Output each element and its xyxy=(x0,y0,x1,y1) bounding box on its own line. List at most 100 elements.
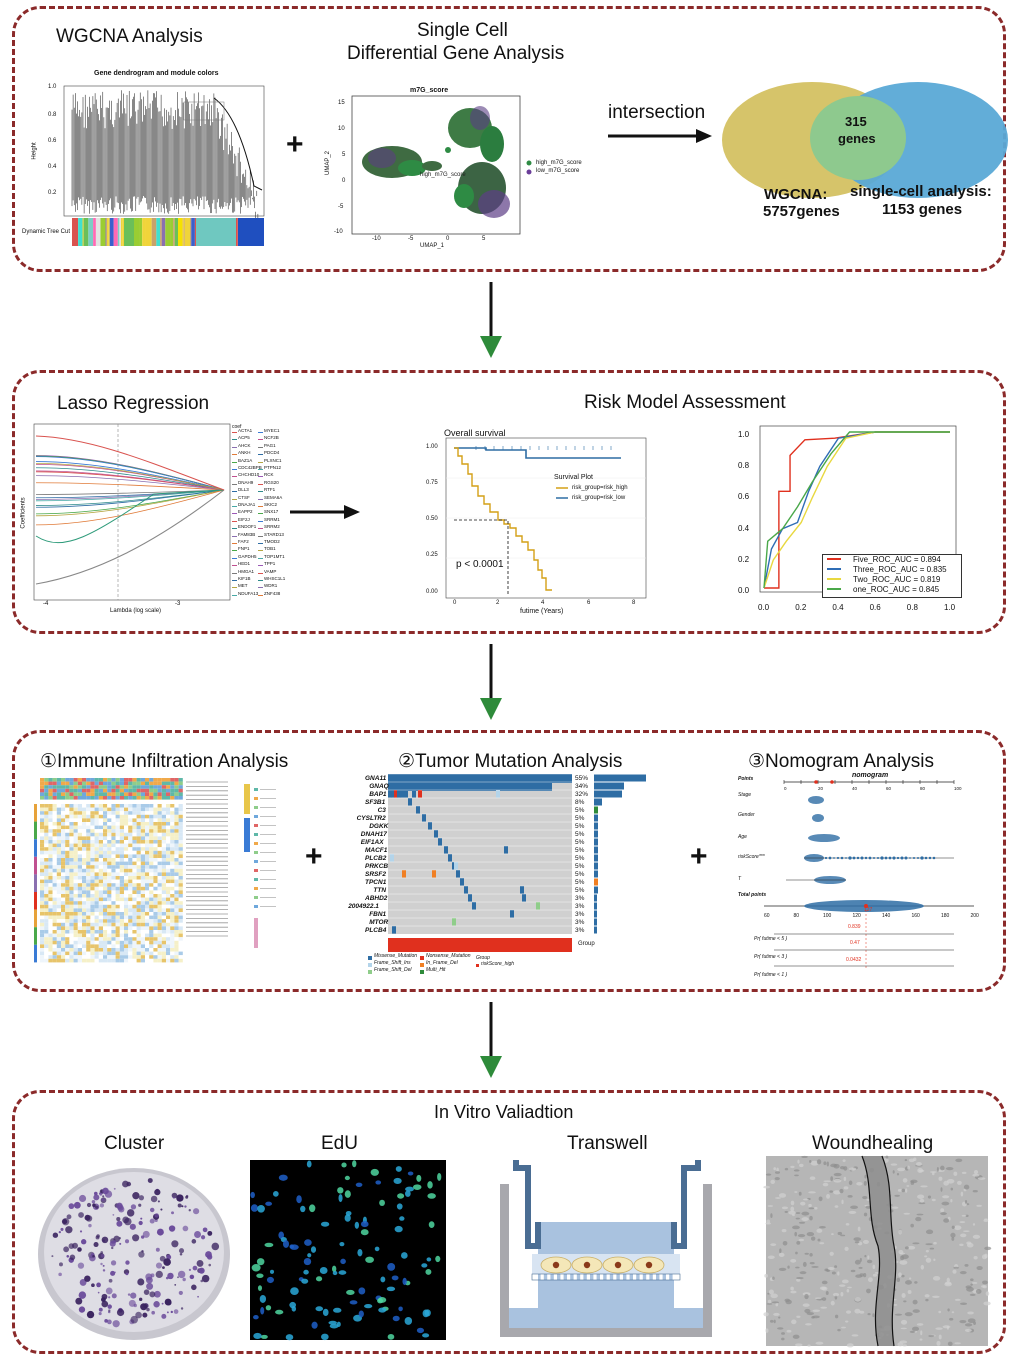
oncoplot-percentage: 5% xyxy=(575,879,585,886)
panel-lasso-risk xyxy=(12,370,1006,634)
wgcna-title: WGCNA Analysis xyxy=(56,26,203,47)
lasso-legend-gene: WDR1 xyxy=(264,583,278,589)
lasso-legend-gene: CDC42BPB xyxy=(238,465,262,470)
lasso-legend-swatch xyxy=(258,572,263,574)
nomogram-row-label: Points xyxy=(738,776,754,782)
km-ytick: 0.50 xyxy=(426,516,438,522)
lasso-legend-swatch xyxy=(258,565,263,567)
lasso-legend-swatch xyxy=(232,543,237,544)
umap-ylabel: UMAP_2 xyxy=(325,150,332,176)
oncoplot-gene-label: GNA11 xyxy=(365,775,387,782)
umap-ytick: 10 xyxy=(338,126,345,132)
oncoplot-gene-label: C3 xyxy=(377,807,386,814)
transwell-label: Transwell xyxy=(567,1133,648,1154)
roc-xtick: 0.6 xyxy=(869,603,881,612)
oncoplot-percentage: 34% xyxy=(575,783,589,790)
lasso-legend-gene: WHSC1L1 xyxy=(264,576,286,581)
umap-legend-item: high_m7G_score xyxy=(536,160,582,166)
lasso-legend-swatch xyxy=(232,520,237,522)
lasso-legend-gene: CTSF xyxy=(238,494,250,500)
lasso-legend-swatch xyxy=(258,446,263,448)
lasso-legend-gene: DNAJA1 xyxy=(238,502,256,507)
venn-right-count: 1153 genes xyxy=(882,201,963,218)
oncoplot-gene-label: MTOR xyxy=(369,919,389,926)
lasso-legend-swatch xyxy=(232,491,237,493)
lasso-legend-swatch xyxy=(258,469,263,470)
immune-title: ①Immune Infiltration Analysis xyxy=(40,751,289,772)
lasso-legend-gene: EAPP2 xyxy=(238,509,253,515)
oncoplot-gene-label: CYSLTR2 xyxy=(356,815,386,822)
oncoplot-group-label: Group xyxy=(578,941,595,947)
nomogram-points-tick: 80 xyxy=(920,786,926,791)
lasso-title: Lasso Regression xyxy=(57,393,210,414)
nomogram-total-value: 127 xyxy=(864,907,873,913)
venn-left-count: 5757genes xyxy=(763,203,840,220)
colony-dish-image xyxy=(38,1168,230,1340)
km-xlabel: futime (Years) xyxy=(520,608,564,615)
venn-center-label: genes xyxy=(838,131,876,146)
umap-xtick: 5 xyxy=(482,236,486,242)
down-arrow xyxy=(480,644,502,720)
lasso-legend-swatch xyxy=(258,439,263,441)
down-arrow xyxy=(480,282,502,358)
venn-intersection xyxy=(810,96,906,180)
nomogram-row-label: Pr( futime < 3 ) xyxy=(754,954,788,960)
umap-ytick: 5 xyxy=(342,152,346,158)
oncoplot-gene-label: EIF1AX xyxy=(360,839,384,846)
roc-ytick: 0.6 xyxy=(738,492,750,502)
oncoplot-legend: Missense_Mutation Nonsense_Mutation Fram… xyxy=(366,953,626,975)
oncoplot-gene-label: MACF1 xyxy=(365,847,388,854)
lasso-legend-gene: ACP5 xyxy=(238,435,250,441)
nomogram-points-tick: 40 xyxy=(852,786,858,791)
nomogram-total-tick: 100 xyxy=(823,913,832,919)
nomogram-total-tick: 160 xyxy=(911,913,920,919)
umap-ytick: -10 xyxy=(334,229,343,235)
oncoplot-gene-label: PRKCB xyxy=(365,863,389,870)
lasso-legend-swatch xyxy=(232,461,237,463)
nomogram-total-tick: 140 xyxy=(882,913,891,919)
lasso-legend-gene: FNP1 xyxy=(238,546,250,552)
lasso-legend-swatch xyxy=(258,476,263,478)
km-xtick: 0 xyxy=(453,600,457,606)
lasso-legend-swatch xyxy=(232,528,237,530)
lasso-legend-swatch xyxy=(232,594,237,596)
lasso-xtick: -4 xyxy=(43,601,49,607)
umap-legend-swatches xyxy=(526,160,532,175)
roc-xtick: 0.2 xyxy=(795,603,807,612)
roc-xtick: 1.0 xyxy=(944,603,956,612)
lasso-legend-swatch xyxy=(232,565,237,567)
oncoplot-gene-label: 2004922.1 xyxy=(348,903,379,910)
km-xtick: 8 xyxy=(632,600,636,606)
lasso-legend-gene: VAMP xyxy=(264,568,277,574)
nomogram-total-tick: 60 xyxy=(764,913,770,919)
roc-ytick: 0.8 xyxy=(738,461,750,471)
umap-legend-item: low_m7G_score xyxy=(536,168,580,174)
lasso-ylabel: Coefficients xyxy=(20,497,27,529)
lasso-legend-gene: BAZ1A xyxy=(238,457,253,463)
edu-fluorescence-image xyxy=(250,1160,446,1341)
roc-xtick: 0.8 xyxy=(906,603,918,612)
lasso-legend-gene: STARD13 xyxy=(264,531,284,537)
oncoplot-percentage: 3% xyxy=(575,895,585,902)
roc-xtick: 0.0 xyxy=(758,603,770,612)
lasso-legend-swatch xyxy=(232,498,237,500)
nomogram-row-label: Total points xyxy=(738,892,767,898)
nomogram-pr1-value: 0.0432 xyxy=(846,957,862,963)
dendrogram-ytick: 0.4 xyxy=(48,164,57,170)
lasso-legend-swatch xyxy=(258,491,263,493)
lasso-legend-gene: DNAH9 xyxy=(238,479,254,485)
nomogram-row-label: Stage xyxy=(738,792,752,798)
oncoplot-legend-item: Missense_Mutation xyxy=(374,953,418,959)
roc-xtick: 0.4 xyxy=(832,603,844,612)
roc-legend-item: one_ROC_AUC = 0.845 xyxy=(853,585,940,594)
oncoplot-group-legend-title: Group xyxy=(476,955,490,961)
oncoplot-percentage: 5% xyxy=(575,863,585,870)
oncoplot xyxy=(388,773,646,952)
km-legend-title: Survival Plot xyxy=(554,474,593,481)
umap-xlabel: UMAP_1 xyxy=(420,243,445,249)
lasso-legend-gene: HED1 xyxy=(238,561,251,567)
oncoplot-gene-label: PLCB2 xyxy=(365,855,387,862)
dendrogram-ytick: 1.0 xyxy=(48,84,57,90)
lasso-plot xyxy=(33,423,231,601)
lasso-legend-swatch xyxy=(258,506,263,507)
